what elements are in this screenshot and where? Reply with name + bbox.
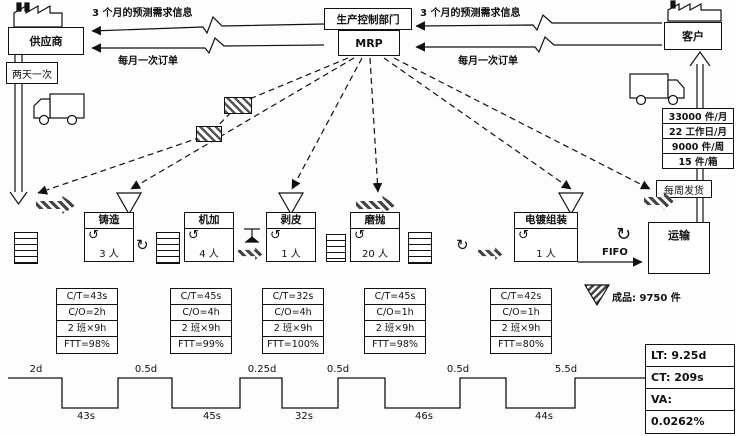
process-title: 电镀组装	[515, 213, 577, 229]
shift-value: 2 班×9h	[171, 321, 231, 337]
kanban-post-icon-1	[14, 232, 38, 264]
process-time-label: 45s	[203, 411, 221, 422]
mrp-schedule-dashed-lines	[37, 57, 651, 195]
customer-box: 客户	[664, 22, 722, 50]
finished-goods-triangle-icon	[583, 284, 611, 307]
databox-grinding: C/T=45s C/O=1h 2 班×9h FTT=98%	[364, 288, 426, 354]
factory-icons	[13, 0, 722, 28]
va-value: 0.0262%	[651, 415, 705, 428]
mrp-box: MRP	[338, 30, 400, 56]
co-value: C/O=4h	[171, 305, 231, 321]
co-value: C/O=1h	[365, 305, 425, 321]
process-grinding: 磨抛 ↺ 20 人	[350, 212, 400, 262]
kanban-post-icon-2	[156, 232, 180, 264]
process-title: 铸造	[85, 213, 133, 229]
weekly-shipment-box: 每周发货	[656, 180, 712, 198]
ct-value: C/T=32s	[263, 289, 323, 305]
demand-per-box-box: 15 件/箱	[662, 153, 734, 169]
truck-icons	[33, 73, 685, 126]
process-time-label: 32s	[295, 411, 313, 422]
co-value: C/O=2h	[57, 305, 117, 321]
fifo-label: FIFO	[602, 247, 628, 258]
wait-time-label: 0.25d	[247, 364, 277, 375]
process-time-label: 44s	[535, 411, 553, 422]
timeline-ladder	[8, 377, 645, 409]
databox-casting: C/T=43s C/O=2h 2 班×9h FTT=98%	[56, 288, 118, 354]
operator-icon: ↺	[270, 228, 281, 243]
inventory-triangle-icons	[115, 192, 611, 307]
process-time-label: 43s	[77, 411, 95, 422]
process-title: 机加	[185, 213, 233, 229]
ftt-value: FTT=80%	[498, 339, 544, 350]
ftt-value: FTT=99%	[178, 339, 224, 350]
right-truck-icon	[629, 73, 669, 99]
withdrawal-loop-icon-1: ↻	[136, 236, 149, 254]
ftt-value: FTT=98%	[372, 339, 418, 350]
demand-monthly-box: 33000 件/月	[662, 108, 734, 124]
wait-time-label: 5.5d	[554, 364, 578, 375]
ftt-value: FTT=100%	[267, 339, 319, 350]
schedule-hatch-icon-1	[224, 97, 252, 114]
production-control-box: 生产控制部门	[324, 8, 412, 30]
withdrawal-loop-icon-3: ↻	[616, 224, 632, 245]
schedule-hatch-icon-2	[196, 126, 222, 142]
co-value: C/O=1h	[491, 305, 551, 321]
withdrawal-loop-icon-2: ↻	[456, 236, 469, 254]
cycle-time-value: CT: 209s	[646, 367, 734, 389]
staff-count: 1 人	[536, 249, 556, 260]
databox-peeling: C/T=32s C/O=4h 2 班×9h FTT=100%	[262, 288, 324, 354]
forecast-right-label: 3 个月的预测需求信息	[420, 8, 521, 19]
demand-weekly-box: 9000 件/周	[662, 138, 734, 154]
delivery-frequency-box: 两天一次	[6, 62, 58, 84]
ftt-value: FTT=98%	[64, 339, 110, 350]
staff-count: 4 人	[199, 249, 219, 260]
co-value: C/O=4h	[263, 305, 323, 321]
order-right-label: 每月一次订单	[458, 56, 518, 67]
customer-factory-icon	[667, 2, 722, 22]
supplier-box: 供应商	[8, 27, 84, 55]
shift-value: 2 班×9h	[263, 321, 323, 337]
operator-icon: ↺	[188, 228, 199, 243]
ct-value: C/T=43s	[57, 289, 117, 305]
process-machining: 机加 ↺4 人	[184, 212, 234, 262]
staff-count: 20 人	[362, 249, 388, 260]
process-time-label: 46s	[415, 411, 433, 422]
order-left-label: 每月一次订单	[118, 56, 178, 67]
staff-count: 1 人	[281, 249, 301, 260]
va-label: VA:	[646, 389, 734, 411]
scale-icon	[244, 228, 260, 243]
transport-box: 运输	[648, 222, 710, 274]
forecast-left-label: 3 个月的预测需求信息	[92, 8, 193, 19]
process-peeling: 剥皮 ↺1 人	[266, 212, 316, 262]
operator-icon: ↺	[88, 228, 99, 243]
electronic-info-arrows	[91, 13, 662, 55]
finished-goods-label: 成品: 9750 件	[612, 293, 681, 304]
process-casting: 铸造 ↺3 人	[84, 212, 134, 262]
left-truck-icon	[49, 93, 85, 119]
shift-value: 2 班×9h	[57, 321, 117, 337]
shift-value: 2 班×9h	[491, 321, 551, 337]
kanban-post-icon-4	[408, 232, 432, 264]
staff-count: 3 人	[99, 249, 119, 260]
wait-time-label: 2d	[29, 364, 43, 375]
databox-plating: C/T=42s C/O=1h 2 班×9h FTT=80%	[490, 288, 552, 354]
ct-value: C/T=42s	[491, 289, 551, 305]
kanban-post-icon-3	[326, 234, 346, 262]
lead-time-value: LT: 9.25d	[646, 345, 734, 367]
wait-time-label: 0.5d	[446, 364, 470, 375]
wait-time-label: 0.5d	[326, 364, 350, 375]
process-plating-assembly: 电镀组装 ↺ 1 人	[514, 212, 578, 262]
ct-value: C/T=45s	[365, 289, 425, 305]
shift-value: 2 班×9h	[365, 321, 425, 337]
operator-icon: ↺	[518, 228, 529, 243]
databox-machining: C/T=45s C/O=4h 2 班×9h FTT=99%	[170, 288, 232, 354]
ct-value: C/T=45s	[171, 289, 231, 305]
process-title: 磨抛	[351, 213, 399, 229]
operator-icon: ↺	[354, 228, 365, 243]
wait-time-label: 0.5d	[134, 364, 158, 375]
demand-workdays-box: 22 工作日/月	[662, 123, 734, 139]
process-title: 剥皮	[267, 213, 315, 229]
lead-time-summary-box: LT: 9.25d CT: 209s VA: 0.0262%	[645, 344, 735, 434]
